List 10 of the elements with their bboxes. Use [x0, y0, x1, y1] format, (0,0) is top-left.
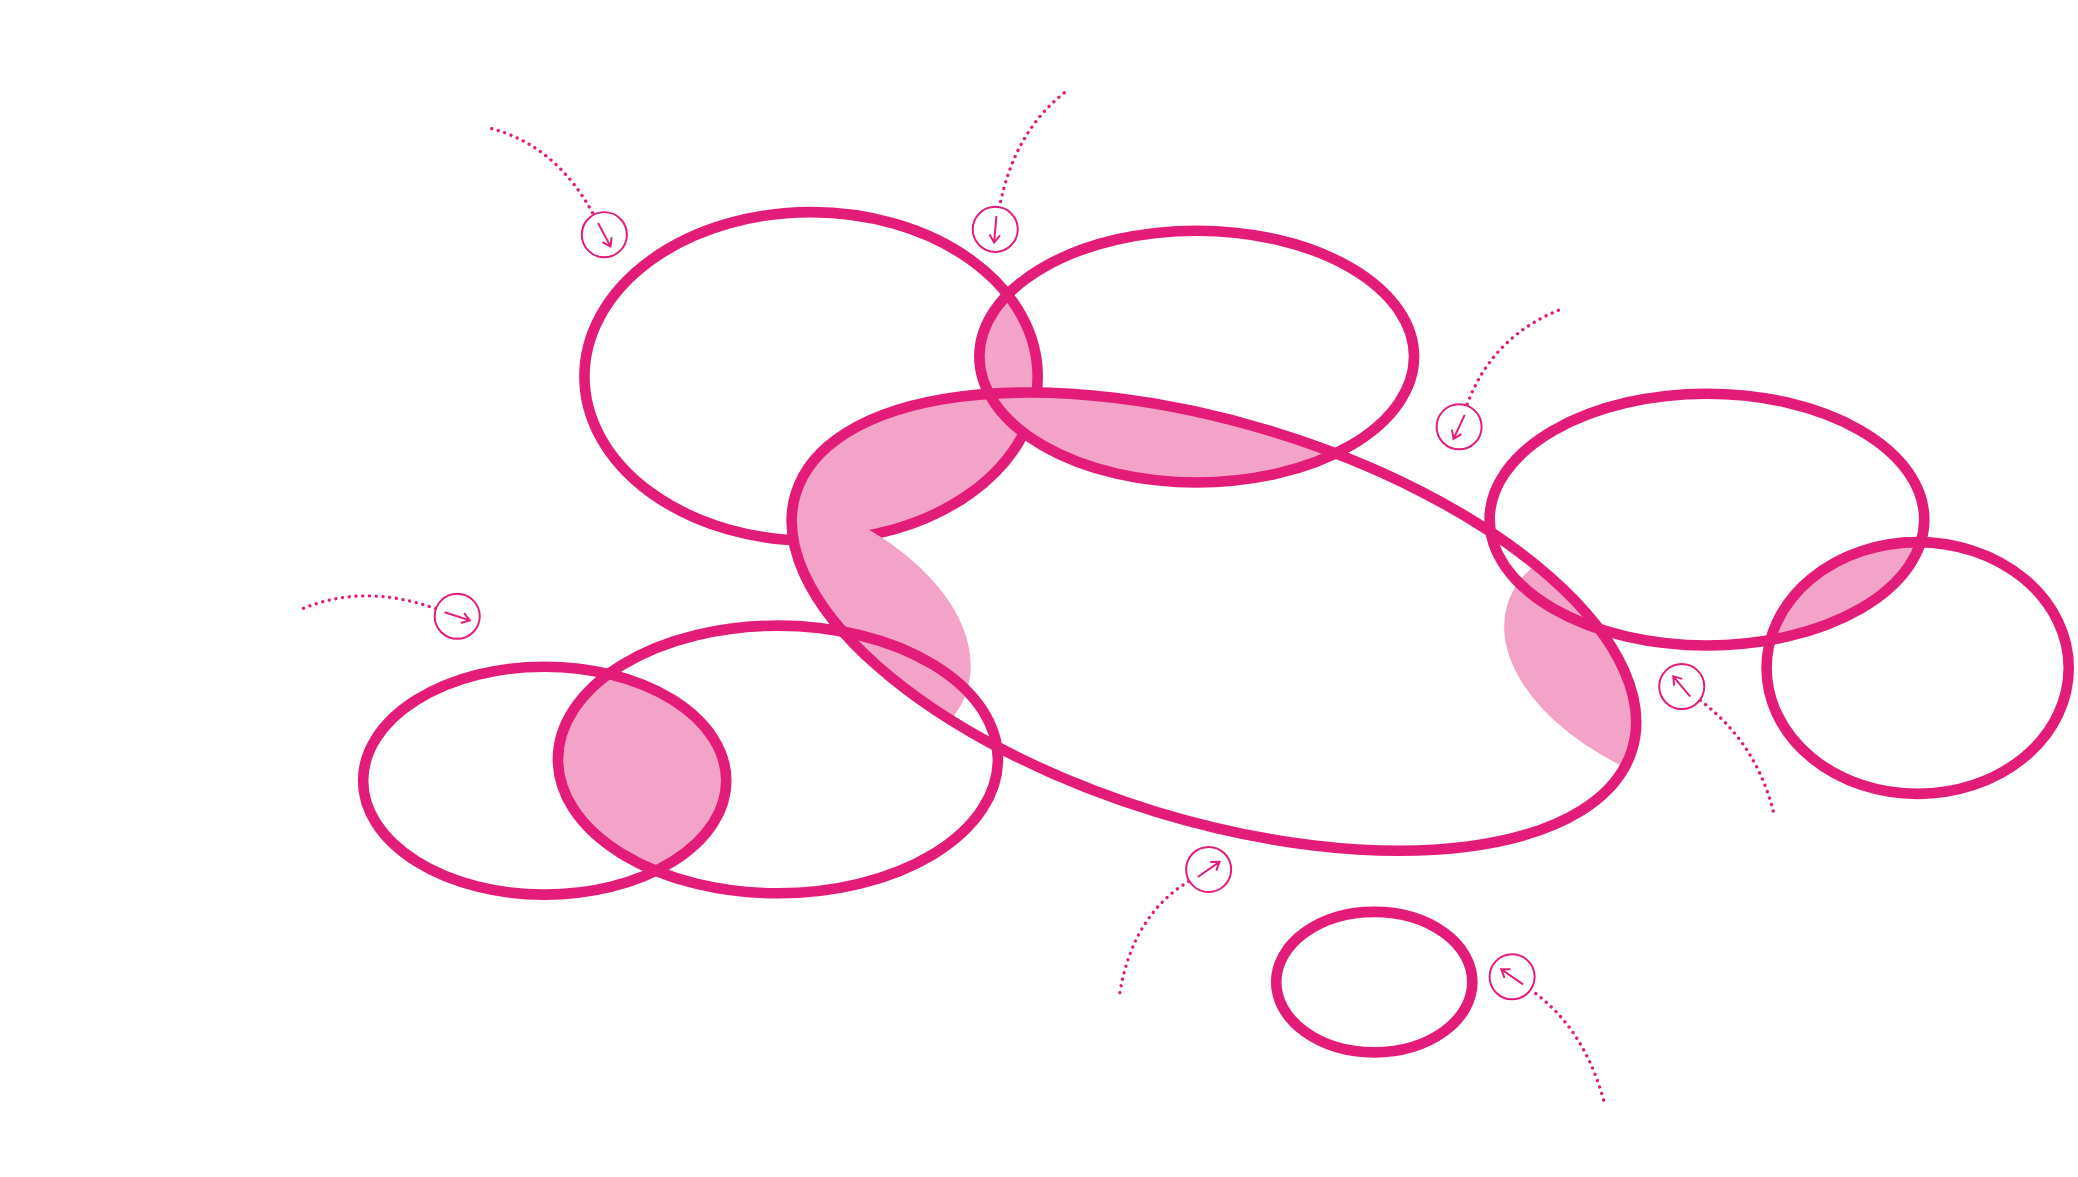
leader-line	[490, 127, 596, 217]
ellipse	[1761, 536, 2074, 800]
ellipse	[974, 225, 1420, 488]
leader-line	[1465, 308, 1561, 408]
ellipse	[552, 620, 1004, 899]
ellipse	[1484, 388, 1930, 651]
leader-line	[1118, 879, 1191, 995]
ellipse	[786, 387, 1642, 856]
ellipse	[1270, 906, 1478, 1058]
ellipse	[357, 661, 732, 900]
